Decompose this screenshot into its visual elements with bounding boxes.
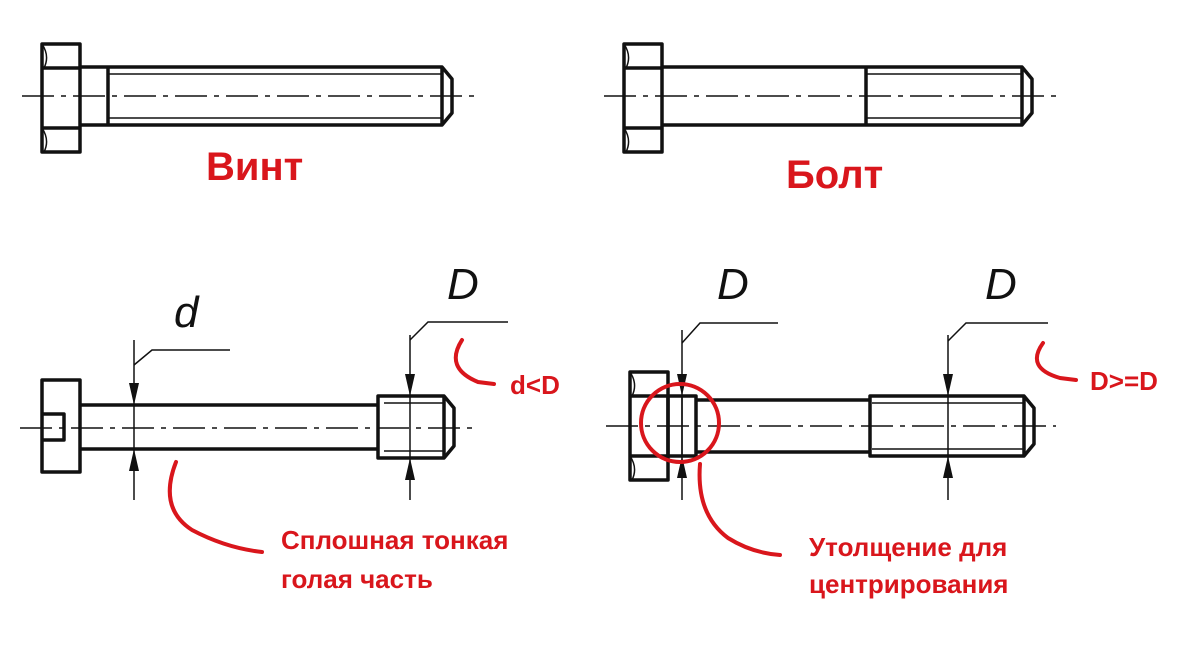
condition-pointer-1 [453, 338, 496, 386]
condition-pointer-2 [1034, 341, 1078, 382]
note-pointer-2 [697, 462, 782, 557]
note-pointer-1 [167, 460, 264, 554]
dimension-D-label-1: D [447, 260, 479, 309]
condition-text-1: d<D [510, 370, 560, 400]
screw-drawing [22, 42, 478, 154]
bolt-drawing [604, 42, 1056, 154]
collar-highlight-circle [639, 382, 721, 464]
screw-title: Винт [206, 145, 303, 189]
note-1-line1: Сплошная тонкая [281, 525, 508, 555]
condition-text-2: D>=D [1090, 366, 1158, 396]
note-1-line2: голая часть [281, 564, 433, 594]
screw-shank [80, 65, 454, 127]
dimension-d-label: d [174, 288, 200, 337]
head-slot [42, 412, 66, 442]
bolt-title: Болт [786, 153, 883, 197]
bolt-collar-drawing [606, 322, 1056, 500]
bolt-hex-head [622, 42, 664, 154]
dimension-D-label-3: D [985, 260, 1017, 309]
note-2-line1: Утолщение для [809, 532, 1007, 562]
screw-hex-head [40, 42, 82, 154]
bolt-shank [662, 65, 1034, 127]
slotted-head [40, 378, 82, 474]
screw-thin-drawing [20, 321, 508, 500]
note-2-line2: центрирования [809, 569, 1008, 599]
dimension-D-label-2: D [717, 260, 749, 309]
